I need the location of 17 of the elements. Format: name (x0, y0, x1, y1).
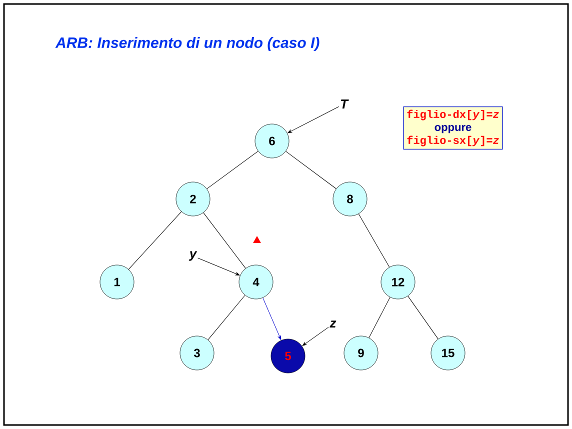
arrow (262, 298, 282, 340)
tree-edge (358, 214, 390, 268)
title: ARB: Inserimento di un nodo (caso I) (55, 37, 320, 51)
note-box: figlio-dx[y]=z oppure figlio-sx[y]=z (403, 106, 503, 150)
leader-arrow (288, 106, 340, 134)
pointer-label: y (188, 251, 198, 261)
tree-edge (286, 151, 336, 189)
tree-edge (208, 294, 246, 340)
tree-edge (203, 212, 246, 269)
tree-edge (128, 211, 182, 270)
tree-edge (206, 150, 258, 190)
pointer-label: T (340, 100, 349, 108)
pointer-label: z (330, 320, 336, 328)
tree-edge (408, 296, 438, 340)
tree-edge (368, 297, 390, 338)
leader-arrow (198, 258, 240, 276)
leader-arrow (302, 326, 329, 346)
